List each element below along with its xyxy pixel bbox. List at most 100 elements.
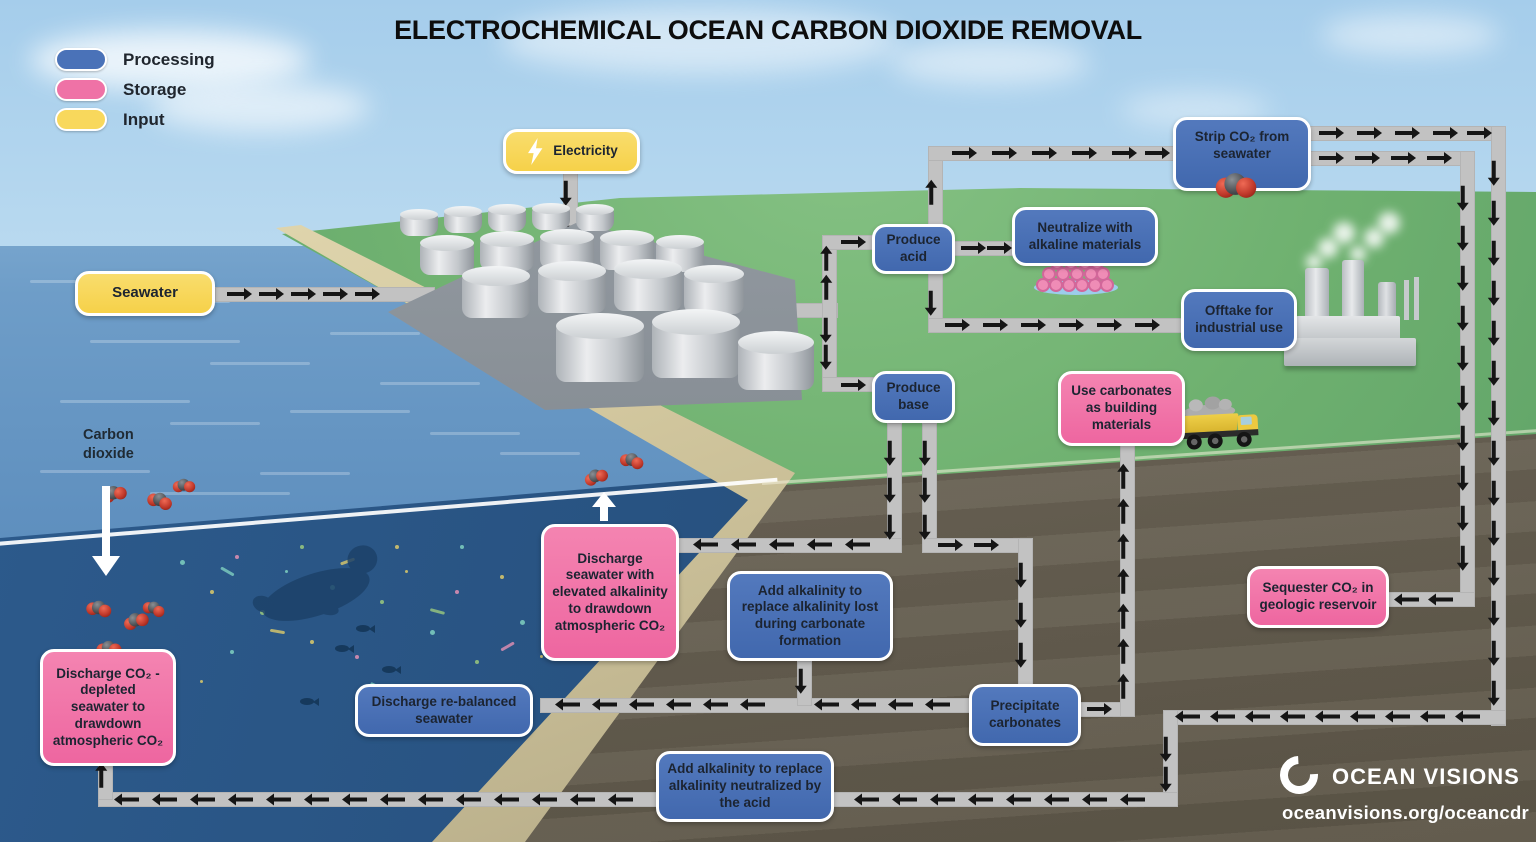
- flow-arrow-icon: [355, 288, 380, 299]
- flow-arrow-icon: [1427, 152, 1452, 163]
- node-label: Use carbonates as building materials: [1071, 383, 1172, 432]
- node-offtake: Offtake for industrial use: [1181, 289, 1297, 351]
- cloud: [890, 40, 1090, 85]
- storage-tank: [576, 203, 614, 231]
- input-color-swatch: [55, 108, 107, 131]
- arrow-shaft: [600, 506, 608, 521]
- mineral-rock: [1042, 267, 1056, 281]
- flow-arrow-icon: [1059, 319, 1084, 330]
- legend-item-storage: Storage: [55, 78, 215, 101]
- wave-streak: [170, 422, 260, 425]
- fish-silhouette: [335, 645, 349, 652]
- vent-pipe: [1404, 280, 1409, 320]
- storage-tank: [420, 235, 474, 275]
- node-label: Discharge CO₂ -depleted seawater to draw…: [52, 665, 164, 748]
- co2-molecule-icon: [618, 450, 646, 471]
- flow-arrow-icon: [1097, 319, 1122, 330]
- node-sequester: Sequester CO₂ in geologic reservoir: [1247, 566, 1389, 628]
- factory-building-lower: [1284, 338, 1416, 366]
- flow-arrow-icon: [1021, 319, 1046, 330]
- footer-url: oceanvisions.org/oceancdr: [1282, 802, 1530, 823]
- flow-arrow-icon: [1032, 147, 1057, 158]
- factory-building-upper: [1296, 316, 1400, 340]
- smoke: [1378, 212, 1400, 234]
- node-label: Neutralize with alkaline materials: [1028, 219, 1142, 252]
- flow-arrow-icon: [1145, 147, 1170, 158]
- storage-tank: [538, 261, 606, 313]
- page-title: ELECTROCHEMICAL OCEAN CARBON DIOXIDE REM…: [394, 15, 1142, 45]
- fish-silhouette: [356, 625, 370, 632]
- mineral-rock: [1070, 267, 1084, 281]
- co2-molecule-icon: [1215, 173, 1257, 198]
- node-label: Discharge seawater with elevated alkalin…: [552, 550, 668, 633]
- smokestack: [1305, 268, 1329, 320]
- storage-tank: [652, 309, 740, 378]
- storage-color-swatch: [55, 78, 107, 101]
- storage-tank: [532, 202, 570, 230]
- flow-arrow-icon: [938, 539, 963, 550]
- storage-tank: [614, 259, 682, 311]
- flow-arrow-icon: [983, 319, 1008, 330]
- node-discharge-elevated: Discharge seawater with elevated alkalin…: [541, 524, 679, 661]
- plankton-dot: [285, 570, 288, 573]
- discharge-plume-arrow-icon: [592, 492, 616, 524]
- storage-tank: [400, 208, 438, 236]
- co2-molecule-icon: [85, 599, 113, 619]
- arrow-shaft: [102, 486, 110, 558]
- flow-arrow-icon: [841, 236, 866, 247]
- wave-streak: [60, 400, 190, 403]
- smoke: [1364, 228, 1384, 248]
- node-produce-base: Produce base: [872, 371, 955, 423]
- co2-drawdown-arrow-icon: [92, 486, 120, 582]
- smoke: [1350, 246, 1366, 262]
- plankton-dot: [300, 545, 304, 549]
- wave-streak: [430, 432, 520, 435]
- flow-pipe: [928, 150, 943, 228]
- node-seawater: Seawater: [75, 271, 215, 316]
- plankton-dot: [380, 600, 384, 604]
- wave-streak: [40, 470, 150, 473]
- plankton-dot: [540, 655, 543, 658]
- plankton-dot: [455, 590, 459, 594]
- wave-streak: [500, 452, 580, 455]
- node-label: Precipitate carbonates: [988, 698, 1062, 730]
- node-label: Seawater: [112, 284, 178, 302]
- flow-arrow-icon: [1357, 127, 1382, 138]
- flow-pipe: [98, 792, 1178, 807]
- cloud: [500, 8, 900, 74]
- flow-arrow-icon: [1072, 147, 1097, 158]
- flow-arrow-icon: [1319, 152, 1344, 163]
- node-label: Add alkalinity to replace alkalinity los…: [741, 582, 879, 648]
- plankton-dot: [475, 660, 479, 664]
- mineral-rock: [1096, 267, 1110, 281]
- fish-silhouette: [300, 698, 314, 705]
- wave-streak: [210, 362, 310, 365]
- node-discharge-rebalanced: Discharge re-balanced seawater: [355, 684, 533, 737]
- flow-arrow-icon: [259, 288, 284, 299]
- cloud: [1320, 15, 1500, 55]
- plankton-dot: [235, 555, 239, 559]
- node-discharge-depleted: Discharge CO₂ -depleted seawater to draw…: [40, 649, 176, 766]
- plankton-dot: [520, 620, 525, 625]
- plankton-dot: [430, 630, 435, 635]
- plankton-dot: [230, 650, 234, 654]
- legend: Processing Storage Input: [55, 48, 215, 138]
- arrow-head: [592, 492, 616, 507]
- node-add-alkalinity-carbonate: Add alkalinity to replace alkalinity los…: [727, 571, 893, 661]
- node-label: Discharge re-balanced seawater: [371, 693, 517, 726]
- flow-arrow-icon: [961, 242, 986, 253]
- storage-tank: [488, 203, 526, 231]
- legend-item-processing: Processing: [55, 48, 215, 71]
- flow-arrow-icon: [1355, 152, 1380, 163]
- flow-arrow-icon: [1433, 127, 1458, 138]
- storage-tank: [738, 330, 814, 390]
- flow-arrow-icon: [1395, 127, 1420, 138]
- flow-arrow-icon: [1319, 127, 1344, 138]
- smokestack: [1342, 260, 1364, 320]
- fish-silhouette: [382, 666, 396, 673]
- co2-molecule-icon: [145, 489, 175, 512]
- plankton-dot: [405, 570, 408, 573]
- wave-streak: [260, 472, 350, 475]
- plankton-dot: [310, 640, 314, 644]
- plankton-dot: [395, 545, 399, 549]
